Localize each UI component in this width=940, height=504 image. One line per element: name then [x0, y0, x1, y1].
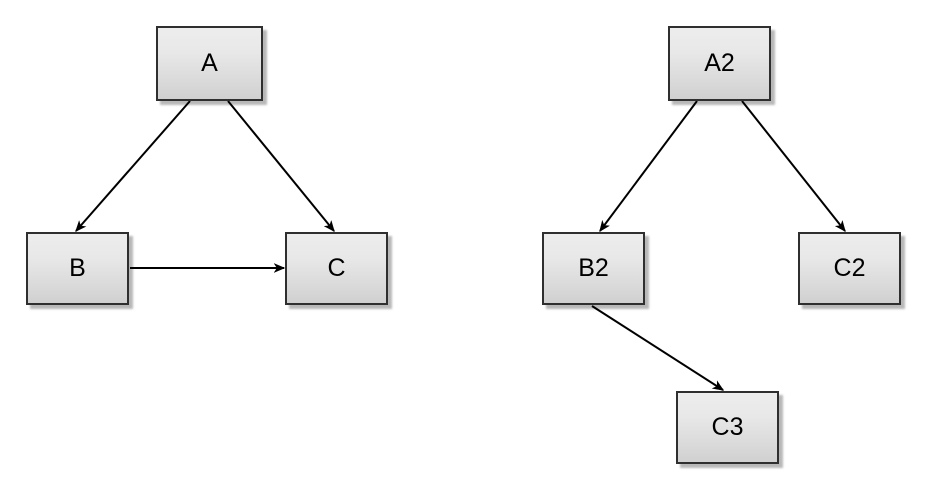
node-c3[interactable]: C3: [676, 391, 779, 464]
node-c2[interactable]: C2: [798, 232, 901, 305]
node-b2[interactable]: B2: [542, 232, 645, 305]
edge-a-b[interactable]: [76, 100, 191, 231]
node-c[interactable]: C: [285, 232, 388, 305]
node-label-b2: B2: [578, 254, 609, 282]
edge-a-c[interactable]: [227, 100, 334, 231]
edge-a2-b2[interactable]: [599, 100, 698, 231]
edge-group: [76, 100, 845, 391]
node-a2[interactable]: A2: [668, 26, 771, 101]
edge-a2-c2[interactable]: [741, 100, 845, 231]
node-label-c3: C3: [711, 413, 744, 441]
edge-b2-c3[interactable]: [591, 305, 723, 391]
node-label-c: C: [327, 254, 346, 282]
node-label-a: A: [201, 49, 218, 77]
node-b[interactable]: B: [26, 232, 129, 305]
node-label-c2: C2: [833, 254, 866, 282]
node-label-b: B: [69, 254, 86, 282]
node-a[interactable]: A: [156, 26, 263, 101]
node-label-a2: A2: [704, 49, 735, 77]
